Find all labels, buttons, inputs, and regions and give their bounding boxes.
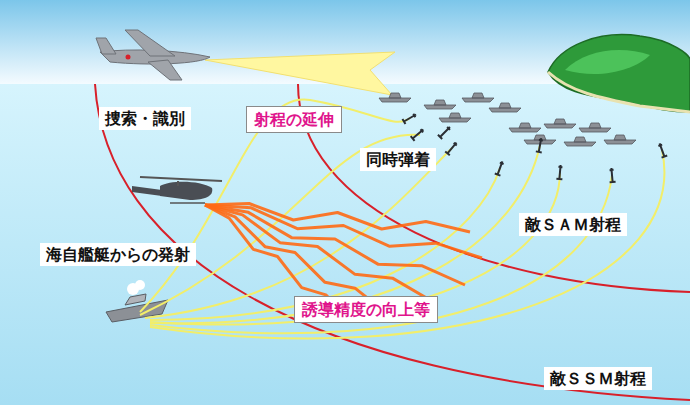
enemy-ship bbox=[489, 103, 521, 112]
missile bbox=[536, 138, 544, 153]
missile bbox=[608, 168, 615, 182]
radar-rays bbox=[205, 204, 482, 321]
highlight-box: 射程の延伸 bbox=[246, 106, 342, 133]
highlight-box: 誘導精度の向上等 bbox=[294, 296, 438, 323]
caption-label: 同時弾着 bbox=[360, 148, 436, 171]
missile-path bbox=[150, 175, 612, 333]
missile-path bbox=[150, 150, 664, 339]
enemy-ship bbox=[564, 137, 596, 146]
patrol-aircraft bbox=[96, 30, 210, 80]
island-hill bbox=[565, 50, 650, 74]
missile bbox=[438, 125, 452, 139]
missile bbox=[657, 142, 667, 157]
caption-label: 敵ＳＳＭ射程 bbox=[544, 367, 652, 390]
caption-label: 敵ＳＡＭ射程 bbox=[519, 213, 627, 236]
sam-range-arc bbox=[298, 84, 690, 292]
enemy-ship bbox=[604, 135, 636, 144]
missile-path bbox=[150, 172, 560, 325]
missiles bbox=[402, 112, 667, 182]
missile bbox=[445, 141, 459, 156]
search-beam bbox=[205, 52, 395, 95]
enemy-ship bbox=[379, 93, 411, 102]
ssm-range-arc bbox=[95, 84, 690, 400]
enemy-ship bbox=[579, 123, 611, 132]
enemy-ship bbox=[544, 119, 576, 128]
box-text: 射程の延伸 bbox=[254, 110, 334, 129]
caption-label: 海自艦艇からの発射 bbox=[40, 243, 196, 266]
sea bbox=[0, 84, 690, 405]
island bbox=[548, 35, 690, 112]
island-shore bbox=[548, 72, 690, 112]
enemy-ship bbox=[462, 93, 494, 102]
box-text: 誘導精度の向上等 bbox=[302, 300, 430, 319]
enemy-ships bbox=[379, 93, 636, 146]
enemy-ship bbox=[439, 113, 471, 122]
missile bbox=[495, 160, 505, 175]
missile-path bbox=[145, 148, 452, 318]
missile-paths bbox=[140, 99, 664, 338]
enemy-ship bbox=[509, 123, 541, 132]
helicopter bbox=[132, 177, 222, 203]
missile bbox=[556, 165, 563, 179]
missile-path bbox=[140, 99, 410, 312]
missile-path bbox=[150, 145, 540, 323]
enemy-ship bbox=[424, 100, 456, 109]
missile bbox=[402, 112, 417, 124]
caption-label: 捜索・識別 bbox=[99, 107, 191, 130]
missile bbox=[411, 127, 426, 141]
